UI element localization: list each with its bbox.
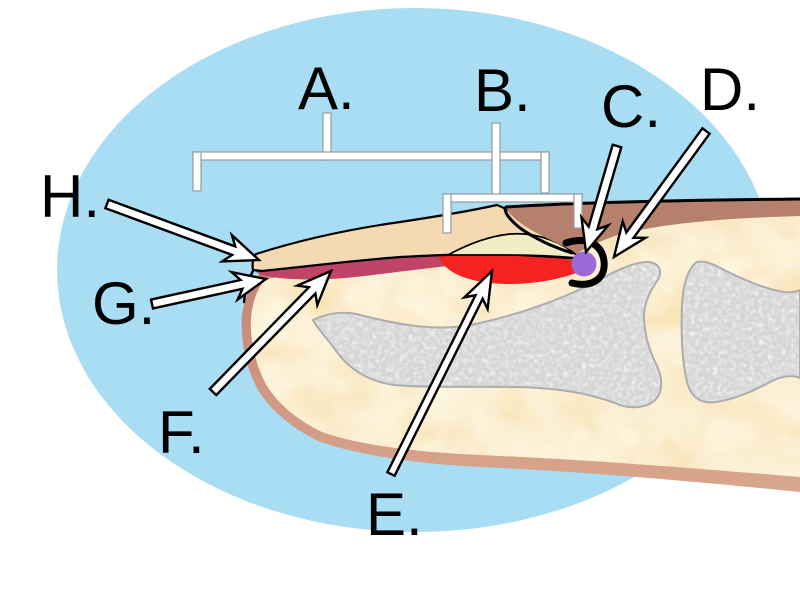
labels: A. B. C. D. E. F. G. H. [40,55,760,548]
arrow-d [612,126,712,260]
matrix-dot [571,251,597,277]
label-g: G. [92,270,155,337]
brackets [192,112,583,234]
bones [312,260,800,409]
finger-top-outline [503,197,800,255]
arrow-g [149,270,269,310]
lunula-root-wedge [447,232,579,259]
arrows [103,126,712,478]
label-b: B. [474,57,531,124]
label-f: F. [158,399,205,466]
label-a: A. [298,55,355,122]
bracket-b [442,122,583,234]
label-h: H. [40,163,100,230]
arrow-e [385,267,494,478]
nail-bed-red [439,254,583,284]
nail-bed-dark [255,254,448,280]
arrow-f [208,268,334,397]
label-e: E. [366,481,423,548]
arrow-h [103,198,262,263]
arrow-c [579,143,623,255]
label-c: C. [601,73,661,140]
label-d: D. [700,56,760,123]
bracket-a [192,112,550,194]
bone-texture [313,261,800,408]
matrix-hook [562,237,608,288]
